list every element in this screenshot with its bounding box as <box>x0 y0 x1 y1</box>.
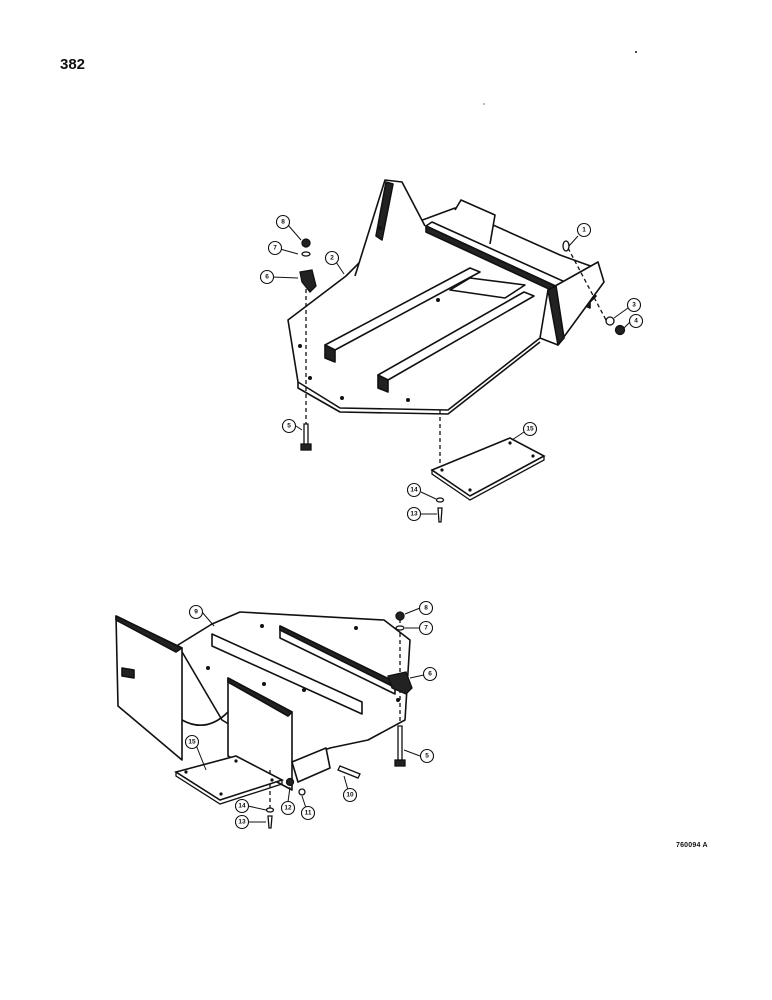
upper-washer-3 <box>605 316 615 326</box>
callout-labels: 8 7 6 2 1 3 4 5 15 14 13 9 8 7 6 5 15 14… <box>188 219 638 826</box>
callout-upper-13: 13 <box>410 511 418 518</box>
lower-nut-8 <box>395 611 405 621</box>
lower-bolt-5-head <box>394 759 406 767</box>
lower-cover-plate-15-edge <box>175 772 283 805</box>
callout-lower-7: 7 <box>424 625 428 632</box>
upper-back-wall <box>454 199 496 245</box>
callout-upper-3: 3 <box>632 302 636 309</box>
upper-nut-8 <box>301 238 311 248</box>
callout-circles <box>184 214 644 830</box>
upper-screw-13 <box>437 507 443 523</box>
lower-rail-left <box>211 633 363 715</box>
lower-hardware <box>174 611 413 829</box>
upper-clip-6 <box>299 269 317 293</box>
callout-upper-1: 1 <box>582 227 586 234</box>
upper-plate-edge <box>297 341 541 415</box>
lower-washer-11 <box>298 788 306 796</box>
lower-inner-wall-top <box>227 677 293 717</box>
drawing-code: 760094 A <box>676 842 708 849</box>
upper-rail-right-side <box>377 374 389 393</box>
callout-lower-13: 13 <box>238 819 246 826</box>
upper-assembly <box>287 179 605 415</box>
callout-lower-5: 5 <box>425 753 429 760</box>
lower-bolt-10 <box>337 765 361 779</box>
callout-upper-4: 4 <box>634 318 638 325</box>
upper-center-opening <box>449 277 526 299</box>
page-number: 382 <box>60 56 86 73</box>
lower-clip-6 <box>387 671 413 695</box>
upper-left-wall-face <box>375 181 394 241</box>
upper-hardware <box>299 238 626 523</box>
lower-washer-7 <box>395 625 405 631</box>
upper-left-wall <box>354 179 426 277</box>
callout-upper-6: 6 <box>265 274 269 281</box>
callout-lower-11: 11 <box>305 810 312 817</box>
upper-washer-14 <box>435 497 445 503</box>
callout-upper-8: 8 <box>281 219 285 226</box>
upper-rail-left-side <box>324 344 336 363</box>
upper-cover-plate-15 <box>430 437 546 497</box>
lower-washer-14 <box>265 807 275 813</box>
lower-bolt-5 <box>397 725 403 763</box>
lower-nut-12 <box>285 777 295 787</box>
upper-washer-7 <box>301 251 311 257</box>
upper-pin-1 <box>562 240 570 252</box>
callout-upper-2: 2 <box>330 255 334 262</box>
callout-upper-5: 5 <box>287 423 291 430</box>
lower-channel-curve <box>181 711 229 727</box>
callout-upper-7: 7 <box>273 245 277 252</box>
callout-lower-15: 15 <box>188 739 196 746</box>
print-specks <box>483 51 637 105</box>
upper-cross-beam-shadow <box>425 225 591 309</box>
callout-lower-8: 8 <box>424 605 428 612</box>
callout-lower-9: 9 <box>194 609 198 616</box>
lower-screw-13 <box>267 815 273 829</box>
upper-nut-4 <box>614 324 626 336</box>
lower-assembly <box>115 611 411 791</box>
upper-bolt-5-head <box>300 443 312 451</box>
upper-bolt-holes <box>298 226 440 402</box>
upper-cover-plate-15-edge <box>431 456 545 501</box>
lower-bracket <box>291 747 331 783</box>
callout-lower-10: 10 <box>346 792 354 799</box>
lower-left-wall-top <box>115 615 183 653</box>
lower-foot <box>121 667 135 679</box>
callout-lower-14: 14 <box>238 803 246 810</box>
lower-bolt-holes <box>206 624 400 702</box>
callouts <box>195 224 631 823</box>
callout-lower-6: 6 <box>428 671 432 678</box>
callout-lower-12: 12 <box>284 805 292 812</box>
callout-upper-15: 15 <box>526 426 534 433</box>
upper-right-bracket-face <box>547 285 565 346</box>
callout-upper-14: 14 <box>410 487 418 494</box>
